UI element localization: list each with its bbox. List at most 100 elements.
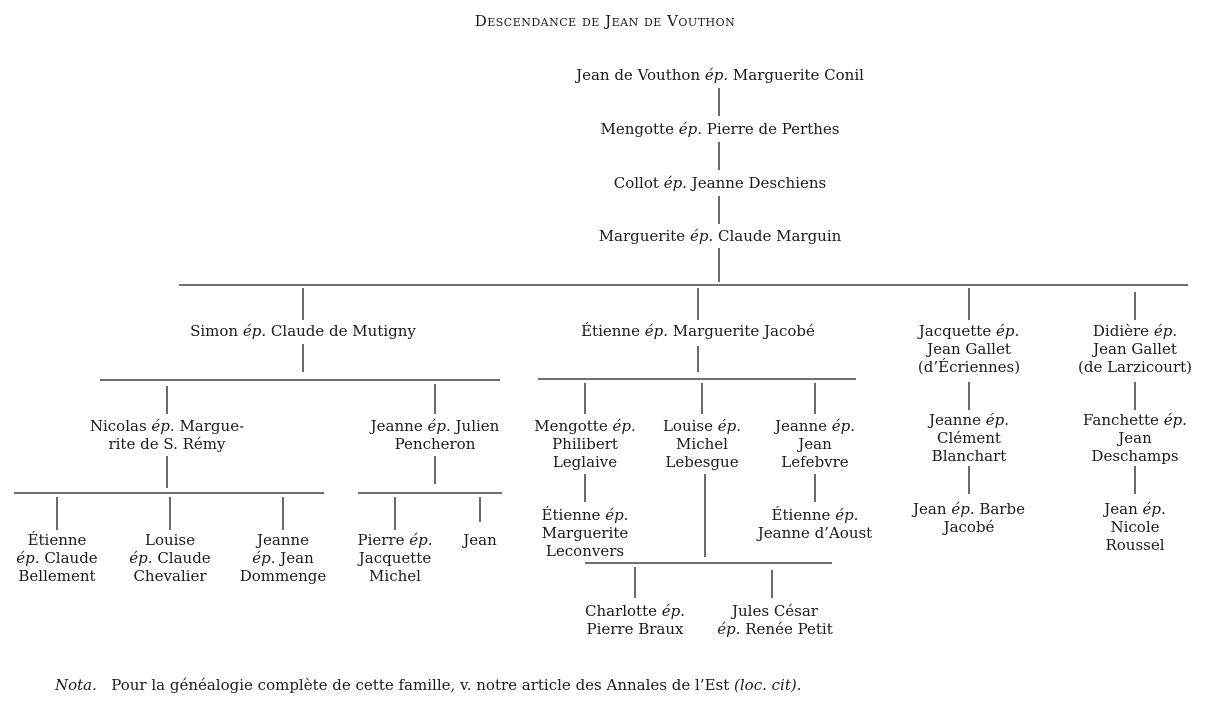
person-jacquette: Jacquette ép. Jean Gallet (d’Écriennes) (889, 322, 1049, 376)
spouse-name-line2: Jacobé (943, 518, 995, 536)
person-jeanne-dommenge: Jeanne ép. Jean Dommenge (228, 531, 338, 585)
person-nicolas: Nicolas ép. Margue- rite de S. Rémy (77, 417, 257, 453)
person-name: Jeanne (256, 531, 310, 549)
ep-label: ép. (951, 500, 975, 518)
ep-label: ép. (644, 322, 668, 340)
spouse-name: Jean Gallet (927, 340, 1011, 358)
spouse-name-line2: Dommenge (239, 567, 327, 585)
person-name: Collot (613, 174, 659, 192)
person-jeanne-blanchart: Jeanne ép. Clément Blanchart (909, 411, 1029, 465)
ep-label: ép. (1142, 500, 1166, 518)
person-name: Fanchette (1083, 411, 1159, 429)
person-name: Louise (662, 417, 713, 435)
person-jeanne-lefebvre: Jeanne ép. Jean Lefebvre (763, 417, 867, 471)
ep-label: ép. (717, 417, 742, 435)
ep-label: ép. (1153, 322, 1178, 340)
spouse-name-line2: Deschamps (1091, 447, 1179, 465)
spouse-name: Marguerite Jacobé (672, 322, 815, 340)
spouse-name-line2: (de Larzicourt) (1077, 358, 1193, 376)
spouse-name-line2: Blanchart (931, 447, 1007, 465)
footnote-ref: (loc. cit) (734, 676, 797, 694)
person-name: Jeanne (774, 417, 827, 435)
spouse-name: Claude (44, 549, 98, 567)
spouse-name: Jean (798, 435, 832, 453)
person-fanchette: Fanchette ép. Jean Deschamps (1075, 411, 1195, 465)
spouse-name: Marguerite (541, 524, 629, 542)
spouse-name-line2: (d’Écriennes) (917, 358, 1021, 376)
person-jean-jacobe: Jean ép. Barbe Jacobé (899, 500, 1039, 536)
ep-label: ép. (252, 549, 276, 567)
spouse-name: Pierre de Perthes (706, 120, 840, 138)
ep-label: ép. (663, 174, 687, 192)
person-louise-lebesgue: Louise ép. Michel Lebesgue (652, 417, 752, 471)
spouse-name: Claude Marguin (717, 227, 842, 245)
person-name: Étienne (581, 322, 640, 340)
person-name: Jeanne (928, 411, 981, 429)
person-jeanne-pencheron: Jeanne ép. Julien Pencheron (355, 417, 515, 453)
person-name: Jeanne (370, 417, 423, 435)
spouse-name-line2: Pencheron (394, 435, 476, 453)
ep-label: ép. (605, 506, 629, 524)
person-jean-child: Jean (450, 531, 510, 549)
spouse-name-line2: Michel (369, 567, 421, 585)
person-name: Jacquette (918, 322, 992, 340)
person-name: Jean de Vouthon (576, 66, 701, 84)
footnote-text: Pour la généalogie complète de cette fam… (111, 676, 730, 694)
spouse-name: Marguerite Conil (732, 66, 864, 84)
spouse-name: Jeanne Deschiens (691, 174, 827, 192)
person-didiere: Didière ép. Jean Gallet (de Larzicourt) (1055, 322, 1210, 376)
person-mengotte: Mengotte ép. Pierre de Perthes (520, 120, 920, 138)
person-name: Jean (463, 531, 497, 549)
person-name: Pierre (357, 531, 405, 549)
spouse-name-line2: Bellement (18, 567, 96, 585)
ep-label: ép. (409, 531, 433, 549)
person-charlotte: Charlotte ép. Pierre Braux (575, 602, 695, 638)
spouse-name: Jean Gallet (1093, 340, 1177, 358)
ep-label: ép. (831, 417, 856, 435)
spouse-name-line2: Roussel (1105, 536, 1165, 554)
person-name: Nicolas (89, 417, 147, 435)
ep-label: ép. (129, 549, 153, 567)
person-name: Mengotte (534, 417, 608, 435)
spouse-name-line2: Lefebvre (781, 453, 849, 471)
footnote-end: . (796, 676, 802, 694)
person-mengotte-leglaive: Mengotte ép. Philibert Leglaive (525, 417, 645, 471)
ep-label: ép. (995, 322, 1020, 340)
spouse-name-line2: Leconvers (545, 542, 625, 560)
ep-label: ép. (151, 417, 175, 435)
spouse-name: Claude de Mutigny (270, 322, 416, 340)
person-louise-chevalier: Louise ép. Claude Chevalier (115, 531, 225, 585)
ep-label: ép. (985, 411, 1010, 429)
ep-label: ép. (835, 506, 859, 524)
page-title: Descendance de Jean de Vouthon (474, 12, 736, 30)
spouse-name-line2: Lebesgue (665, 453, 739, 471)
person-name: Étienne (541, 506, 601, 524)
person-name: Étienne (771, 506, 831, 524)
person-etienne-leconvers: Étienne ép. Marguerite Leconvers (525, 506, 645, 560)
ep-label: ép. (427, 417, 451, 435)
person-jules-cesar: Jules César ép. Renée Petit (705, 602, 845, 638)
spouse-name: Nicole (1110, 518, 1160, 536)
person-simon: Simon ép. Claude de Mutigny (153, 322, 453, 340)
spouse-name: Jacquette (358, 549, 432, 567)
spouse-name: Clément (937, 429, 1001, 447)
person-name: Charlotte (584, 602, 657, 620)
ep-label: ép. (717, 620, 741, 638)
person-name: Simon (190, 322, 239, 340)
person-marguerite: Marguerite ép. Claude Marguin (520, 227, 920, 245)
person-etienne-bellement: Étienne ép. Claude Bellement (2, 531, 112, 585)
spouse-name: Margue- (179, 417, 245, 435)
spouse-name: Renée Petit (745, 620, 833, 638)
ep-label: ép. (704, 66, 729, 84)
footnote: Nota. Pour la généalogie complète de cet… (55, 676, 802, 694)
ep-label: ép. (242, 322, 267, 340)
spouse-name: Barbe (979, 500, 1025, 518)
spouse-name: Philibert (552, 435, 618, 453)
person-name: Jean (1104, 500, 1138, 518)
ep-label: ép. (16, 549, 40, 567)
ep-label: ép. (678, 120, 702, 138)
person-name: Marguerite (598, 227, 686, 245)
spouse-name: Jean (280, 549, 314, 567)
ep-label: ép. (661, 602, 686, 620)
person-name: Didière (1092, 322, 1150, 340)
